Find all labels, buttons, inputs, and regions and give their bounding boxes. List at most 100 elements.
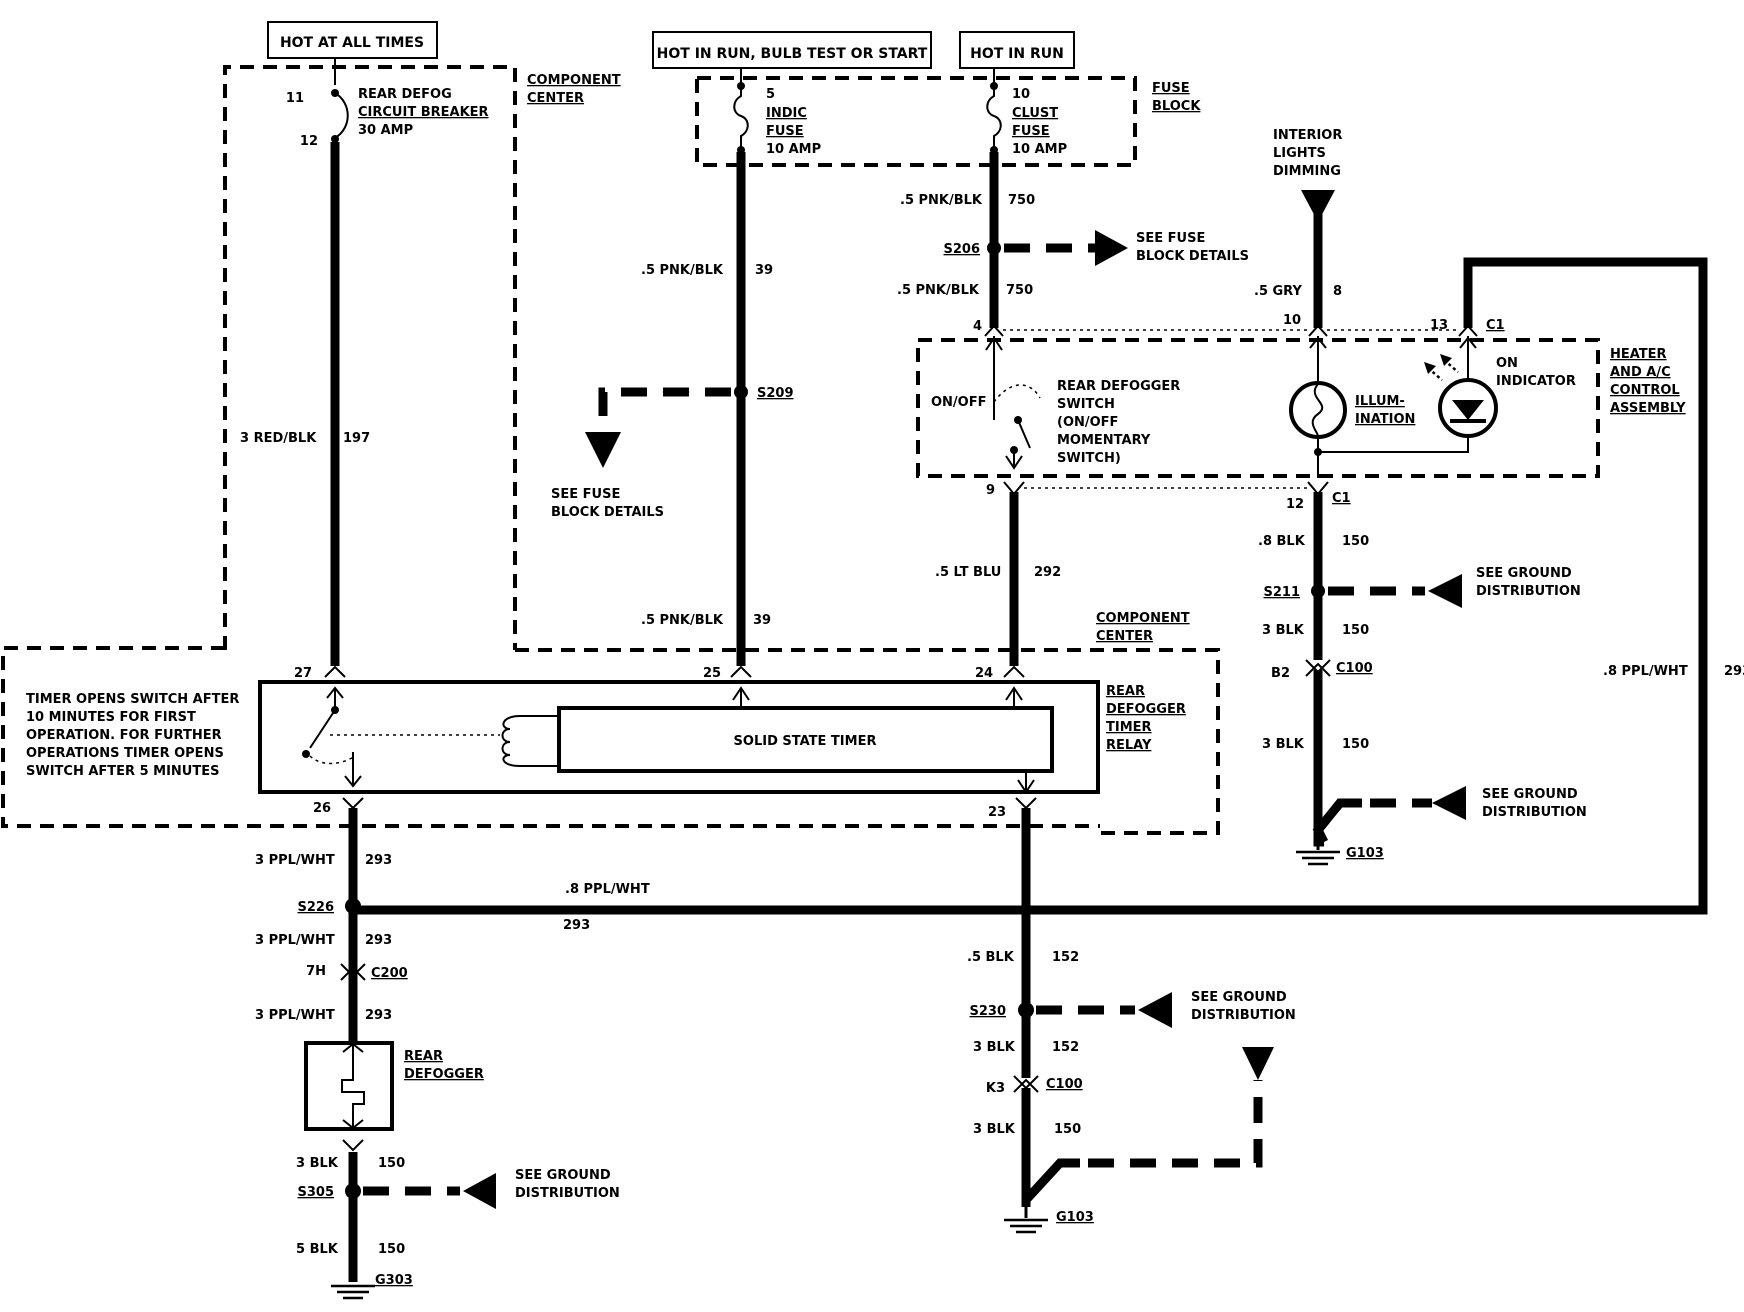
connector-c200: 7H C200 xyxy=(306,963,408,981)
splice-s230: S230 xyxy=(970,992,1172,1028)
svg-text:DISTRIBUTION: DISTRIBUTION xyxy=(1476,584,1581,599)
svg-text:S206: S206 xyxy=(944,242,981,257)
svg-text:.5 BLK: .5 BLK xyxy=(967,950,1015,965)
svg-text:.5 PNK/BLK: .5 PNK/BLK xyxy=(897,283,980,298)
svg-text:SEE FUSE: SEE FUSE xyxy=(551,487,620,502)
svg-text:FUSE: FUSE xyxy=(1012,124,1050,139)
svg-text:150: 150 xyxy=(1342,737,1369,752)
hvac-assembly-label: HEATER AND A/C CONTROL ASSEMBLY xyxy=(1610,347,1686,416)
svg-text:150: 150 xyxy=(1054,1122,1081,1137)
svg-text:10: 10 xyxy=(1012,87,1030,102)
component-center-top-label: COMPONENT CENTER xyxy=(527,73,621,106)
svg-text:SOLID STATE TIMER: SOLID STATE TIMER xyxy=(734,734,877,749)
wire-293-right xyxy=(350,257,1708,915)
clust-fuse: 10 CLUST FUSE 10 AMP xyxy=(986,82,1067,157)
hvac-bottom-pin: 12 C1 xyxy=(1286,491,1351,512)
svg-text:DEFOGGER: DEFOGGER xyxy=(404,1067,484,1082)
component-center-mid-label: COMPONENT CENTER xyxy=(1096,611,1190,644)
hot-in-run-label: HOT IN RUN xyxy=(959,31,1075,69)
svg-text:10 AMP: 10 AMP xyxy=(1012,142,1067,157)
svg-text:150: 150 xyxy=(1342,534,1369,549)
svg-text:OPERATIONS TIMER OPENS: OPERATIONS TIMER OPENS xyxy=(26,746,224,761)
timer-note-boundary xyxy=(1,646,1100,828)
svg-text:INATION: INATION xyxy=(1355,412,1415,427)
see-ground-distribution-4: SEE GROUND DISTRIBUTION xyxy=(1191,990,1296,1023)
svg-text:24: 24 xyxy=(975,666,993,681)
svg-text:7H: 7H xyxy=(306,964,326,979)
pin-23-chevron xyxy=(1015,797,1037,810)
svg-text:INDICATOR: INDICATOR xyxy=(1496,374,1576,389)
svg-text:G103: G103 xyxy=(1056,1210,1094,1225)
svg-text:11: 11 xyxy=(286,91,304,106)
svg-text:(ON/OFF: (ON/OFF xyxy=(1057,415,1118,430)
pin-27-chevron xyxy=(324,665,346,678)
svg-text:SWITCH AFTER 5 MINUTES: SWITCH AFTER 5 MINUTES xyxy=(26,764,219,779)
splice-s211: S211 xyxy=(1264,574,1462,608)
svg-text:3 PPL/WHT: 3 PPL/WHT xyxy=(255,853,335,868)
interior-lights-dimming: INTERIOR LIGHTS DIMMING xyxy=(1273,128,1342,222)
svg-text:10 MINUTES FOR FIRST: 10 MINUTES FOR FIRST xyxy=(26,710,196,725)
svg-text:293: 293 xyxy=(365,853,392,868)
splice-s209: S209 xyxy=(585,385,794,468)
wire-labels: 3 RED/BLK 197 .5 PNK/BLK 39 .5 PNK/BLK 3… xyxy=(240,193,1744,1257)
svg-text:ASSEMBLY: ASSEMBLY xyxy=(1610,401,1686,416)
illumination-lamp: ILLUM- INATION 10 xyxy=(1283,313,1469,478)
svg-text:CENTER: CENTER xyxy=(1096,629,1153,644)
svg-text:G303: G303 xyxy=(375,1273,413,1288)
svg-text:152: 152 xyxy=(1052,1040,1079,1055)
rear-defogger-timer-relay: SOLID STATE TIMER xyxy=(258,680,1100,794)
svg-text:B2: B2 xyxy=(1271,666,1290,681)
svg-text:K3: K3 xyxy=(986,1081,1005,1096)
svg-text:HEATER: HEATER xyxy=(1610,347,1667,362)
fuse-block-label: FUSE BLOCK xyxy=(1152,81,1201,114)
splice-s206: S206 xyxy=(944,230,1128,266)
svg-text:INDIC: INDIC xyxy=(766,106,807,121)
svg-text:C1: C1 xyxy=(1486,318,1505,333)
svg-text:TIMER OPENS SWITCH AFTER: TIMER OPENS SWITCH AFTER xyxy=(26,692,239,707)
svg-text:SWITCH: SWITCH xyxy=(1057,397,1115,412)
pin-26-chevron xyxy=(342,797,364,810)
ground-g303: G303 xyxy=(331,1273,413,1300)
svg-text:C200: C200 xyxy=(371,966,408,981)
svg-text:BLOCK: BLOCK xyxy=(1152,99,1201,114)
svg-text:.5 PNK/BLK: .5 PNK/BLK xyxy=(900,193,983,208)
svg-text:.5 PNK/BLK: .5 PNK/BLK xyxy=(641,613,724,628)
see-ground-distribution-3: SEE GROUND DISTRIBUTION xyxy=(515,1168,620,1201)
rear-defogger-switch: ON/OFF REAR DEFOGGER SWITCH (ON/OFF MOME… xyxy=(931,319,1180,498)
svg-text:ILLUM-: ILLUM- xyxy=(1355,394,1405,409)
svg-text:SEE FUSE: SEE FUSE xyxy=(1136,231,1205,246)
svg-text:750: 750 xyxy=(1008,193,1035,208)
svg-text:293: 293 xyxy=(365,1008,392,1023)
connector-c100-mid: K3 C100 xyxy=(986,1075,1083,1096)
indic-fuse: 5 INDIC FUSE 10 AMP xyxy=(733,82,821,157)
svg-text:CLUST: CLUST xyxy=(1012,106,1058,121)
svg-text:HOT IN RUN: HOT IN RUN xyxy=(970,46,1064,62)
pin-4-chevron xyxy=(984,324,1004,337)
svg-text:COMPONENT: COMPONENT xyxy=(1096,611,1190,626)
ground-g103-mid: G103 xyxy=(1004,1207,1094,1234)
svg-text:3 BLK: 3 BLK xyxy=(973,1122,1016,1137)
svg-text:293: 293 xyxy=(365,933,392,948)
svg-text:23: 23 xyxy=(988,805,1006,820)
svg-text:5 BLK: 5 BLK xyxy=(296,1242,339,1257)
component-center-top-boundary xyxy=(223,65,517,650)
pin-9-chevron xyxy=(1003,481,1025,496)
svg-text:.5 PNK/BLK: .5 PNK/BLK xyxy=(641,263,724,278)
ground-g103-right: G103 xyxy=(1296,842,1384,866)
svg-text:FUSE: FUSE xyxy=(1152,81,1190,96)
rear-defogger-bottom-chevron xyxy=(342,1139,364,1152)
svg-text:MOMENTARY: MOMENTARY xyxy=(1057,433,1151,448)
connector-c100-right: B2 C100 xyxy=(1271,659,1373,681)
svg-text:S305: S305 xyxy=(298,1185,335,1200)
svg-text:4: 4 xyxy=(973,319,982,334)
svg-text:3 BLK: 3 BLK xyxy=(1262,623,1305,638)
svg-text:TIMER: TIMER xyxy=(1106,720,1152,735)
svg-text:.5 LT BLU: .5 LT BLU xyxy=(935,565,1001,580)
svg-text:FUSE: FUSE xyxy=(766,124,804,139)
svg-text:9: 9 xyxy=(986,483,995,498)
svg-text:25: 25 xyxy=(703,666,721,681)
svg-text:150: 150 xyxy=(378,1242,405,1257)
svg-text:10: 10 xyxy=(1283,313,1301,328)
hot-at-all-times-label: HOT AT ALL TIMES xyxy=(267,21,438,59)
